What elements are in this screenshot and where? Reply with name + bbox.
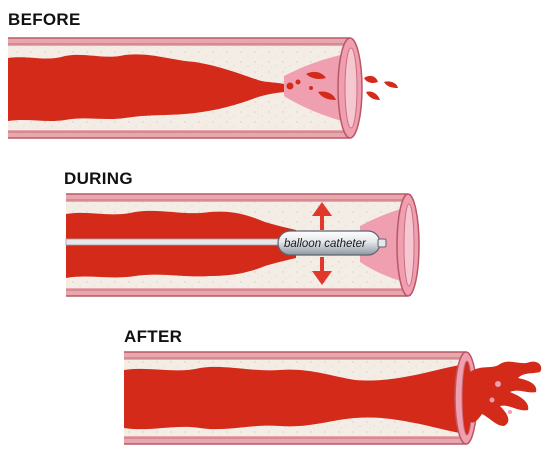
stage-after-label: AFTER	[124, 327, 182, 346]
balloon-catheter: balloon catheter	[278, 231, 386, 255]
stage-before: BEFORE	[8, 10, 398, 138]
balloon-catheter-label: balloon catheter	[284, 238, 367, 250]
blood-splash-after	[470, 362, 541, 426]
stage-before-label: BEFORE	[8, 10, 81, 29]
stage-during-label: DURING	[64, 169, 133, 188]
stage-during: DURING balloon catheter	[64, 169, 419, 296]
stage-after: AFTER	[124, 327, 541, 444]
catheter-wire	[66, 239, 286, 245]
